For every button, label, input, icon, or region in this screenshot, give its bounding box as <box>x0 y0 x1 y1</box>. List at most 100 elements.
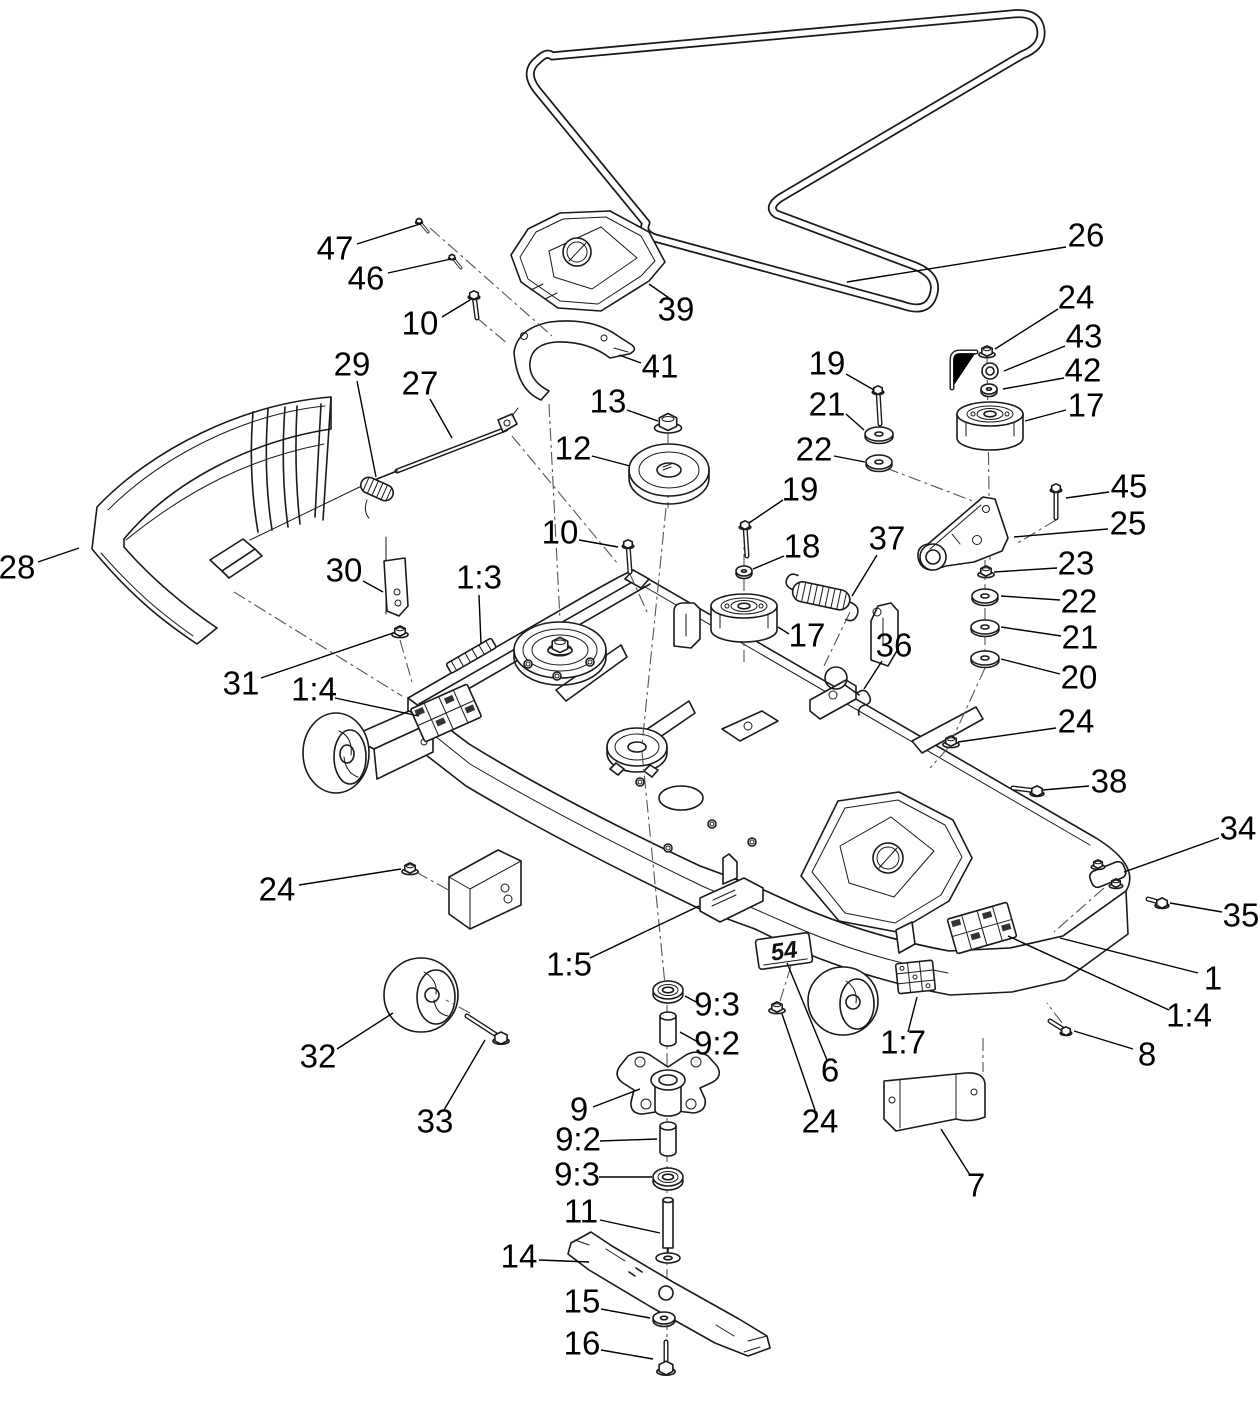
callout-9-2-51: 9:2 <box>555 1121 658 1158</box>
bolt-16 <box>655 1339 676 1376</box>
callout-label-12: 12 <box>555 430 592 467</box>
baffle <box>883 1072 986 1132</box>
deck-bolt-4 <box>635 777 645 787</box>
callout-9-3-45: 9:3 <box>684 986 740 1023</box>
callout-label-30: 30 <box>326 552 363 589</box>
callout-24-10: 24 <box>994 279 1094 350</box>
callout-label-13: 13 <box>590 383 627 420</box>
spacer-9-2-upper <box>659 1011 677 1047</box>
callout-label-28: 28 <box>0 549 35 586</box>
callout-23-25: 23 <box>993 545 1094 582</box>
support-bracket <box>513 320 636 401</box>
chute-spring <box>359 476 395 502</box>
callout-label-21: 21 <box>809 386 846 423</box>
callout-label-22: 22 <box>1061 583 1098 620</box>
callout-35-37: 35 <box>1169 897 1258 934</box>
washer-20 <box>970 650 1000 669</box>
callout-32-42: 32 <box>300 1012 394 1075</box>
callout-label-9-2: 9:2 <box>555 1121 601 1158</box>
swivel-fitting <box>949 349 999 391</box>
spacer-9-2-lower <box>659 1121 677 1157</box>
callout-label-25: 25 <box>1110 505 1147 542</box>
washer-42 <box>980 383 998 398</box>
deck-bolt-6 <box>663 843 673 853</box>
callout-label-1-4: 1:4 <box>291 671 337 708</box>
washer-22b <box>971 588 999 607</box>
decal-1-3 <box>445 637 497 674</box>
callout-label-32: 32 <box>300 1038 337 1075</box>
deck-bolt-1 <box>523 659 533 669</box>
callout-label-46: 46 <box>348 260 385 297</box>
callout-label-7: 7 <box>967 1167 985 1204</box>
deck-bolt-3 <box>552 671 562 681</box>
hardware-layer <box>391 217 1170 1376</box>
callout-10-22: 10 <box>542 514 619 551</box>
callout-7-57: 7 <box>940 1128 985 1204</box>
bolt-45 <box>1049 482 1063 521</box>
callout-34-36: 34 <box>1123 810 1256 873</box>
callout-label-26: 26 <box>1068 217 1105 254</box>
belt-cover-front <box>510 210 666 312</box>
hub-nut <box>547 636 573 656</box>
callout-26-9: 26 <box>846 217 1105 283</box>
washer-21b <box>970 619 1000 638</box>
callout-label-24: 24 <box>259 871 296 908</box>
callout-label-29: 29 <box>334 346 371 383</box>
callout-label-19: 19 <box>809 345 846 382</box>
callout-29-7: 29 <box>334 346 377 478</box>
callout-label-1-4: 1:4 <box>1166 997 1212 1034</box>
stop-plate <box>383 536 409 617</box>
callout-17-20: 17 <box>777 617 825 654</box>
callout-36-21: 36 <box>863 627 913 690</box>
callout-24-50: 24 <box>781 1013 838 1140</box>
callout-9-3-52: 9:3 <box>554 1156 652 1193</box>
engine-pulley <box>628 443 710 505</box>
callout-label-10: 10 <box>402 305 439 342</box>
callout-6-47: 6 <box>786 962 839 1089</box>
exploded-parts-layer <box>567 349 1024 1357</box>
callout-24-29: 24 <box>957 703 1095 743</box>
callout-label-43: 43 <box>1066 318 1103 355</box>
callout-8-40: 8 <box>1073 1030 1156 1073</box>
nut-24c <box>401 862 419 876</box>
callout-label-27: 27 <box>402 365 439 402</box>
callout-9-2-46: 9:2 <box>679 1025 740 1062</box>
callout-label-15: 15 <box>564 1283 601 1320</box>
bearing-9-3-lower <box>652 1167 684 1191</box>
callout-42-12: 42 <box>1002 352 1101 390</box>
nut-34b <box>1108 877 1124 890</box>
nut-31 <box>391 625 409 639</box>
nut-34a <box>1090 858 1106 871</box>
callout-label-9: 9 <box>570 1091 588 1128</box>
deck-bolt-7 <box>747 837 757 847</box>
callout-14-54: 14 <box>501 1238 590 1275</box>
bolt-38 <box>1010 785 1045 798</box>
callout-47-0: 47 <box>317 223 421 267</box>
callout-27-8: 27 <box>402 365 453 439</box>
callout-46-1: 46 <box>348 258 452 297</box>
callout-18-18: 18 <box>752 528 820 570</box>
callout-33-43: 33 <box>417 1039 486 1140</box>
callout-37-19: 37 <box>851 520 905 597</box>
bearing-9-3-upper <box>652 980 684 1004</box>
tension-spring <box>785 573 859 622</box>
callout-16-56: 16 <box>564 1325 654 1362</box>
decal-1-7 <box>894 959 937 995</box>
callout-label-9-3: 9:3 <box>554 1156 600 1193</box>
washer-18 <box>735 565 753 580</box>
callout-label-31: 31 <box>223 665 260 702</box>
callout-label-9-3: 9:3 <box>694 986 740 1023</box>
callout-label-36: 36 <box>876 627 913 664</box>
caster-wheel-left <box>302 712 370 794</box>
callout-label-24: 24 <box>1058 703 1095 740</box>
callout-1-4-35: 1:4 <box>291 671 420 717</box>
bolt-33 <box>464 1013 510 1046</box>
deck-bolt-5 <box>707 819 717 829</box>
washer-21a <box>864 426 894 445</box>
latch-bracket <box>699 853 764 923</box>
callout-39-3: 39 <box>648 283 694 328</box>
washer-22a <box>865 454 893 473</box>
washer-15 <box>652 1311 676 1328</box>
callout-17-13: 17 <box>1024 387 1104 424</box>
